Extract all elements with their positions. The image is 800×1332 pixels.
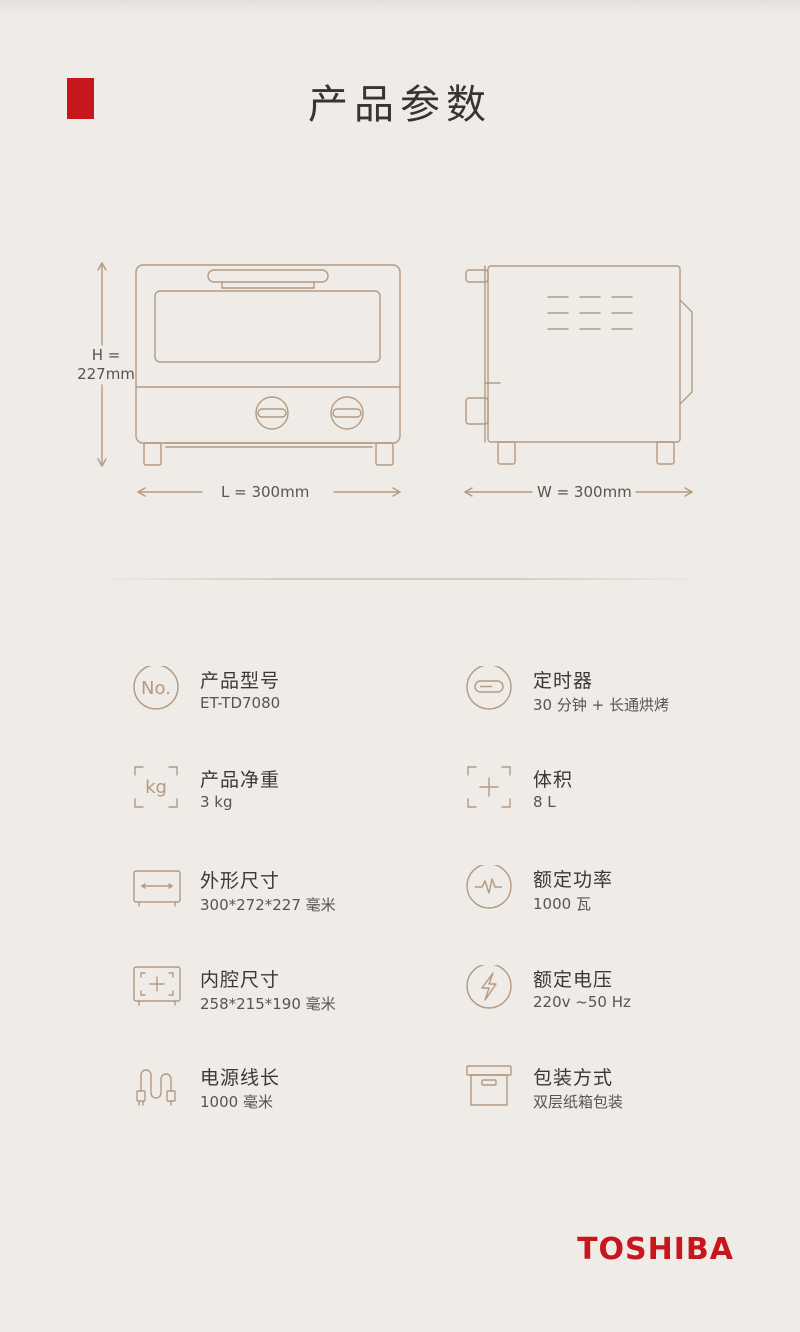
length-arrow — [137, 487, 401, 497]
spec-value: 1000 瓦 — [533, 895, 591, 913]
spec-label: 定时器 — [533, 670, 594, 692]
spec-label: 包装方式 — [533, 1067, 614, 1089]
weight-icon: kg — [134, 766, 178, 808]
oven-front-view — [135, 264, 401, 466]
length-label: L = 300mm — [218, 483, 313, 501]
spec-model: No. 产品型号 ET-TD7080 — [133, 666, 433, 726]
spec-voltage: 额定电压 220v ~50 Hz — [466, 965, 766, 1025]
spec-weight: kg 产品净重 3 kg — [133, 765, 433, 825]
spec-label: 电源线长 — [200, 1067, 281, 1089]
timer-icon — [466, 666, 512, 710]
toshiba-logo: TOSHIBA — [577, 1232, 734, 1267]
top-shadow — [0, 0, 800, 14]
volume-icon — [467, 766, 511, 808]
spec-value: ET-TD7080 — [200, 694, 281, 712]
inner-size-icon — [133, 966, 181, 1006]
spec-value: 258*215*190 毫米 — [200, 995, 336, 1013]
power-icon — [466, 865, 512, 909]
oven-diagram-svg — [97, 262, 693, 497]
page-title: 产品参数 — [308, 82, 492, 128]
section-divider — [90, 578, 710, 580]
spec-value: 8 L — [533, 793, 556, 811]
spec-label: 产品净重 — [200, 769, 281, 791]
spec-outer-size: 外形尺寸 300*272*227 毫米 — [133, 866, 433, 926]
outer-size-icon — [133, 870, 181, 907]
spec-inner-size: 内腔尺寸 258*215*190 毫米 — [133, 965, 433, 1025]
svg-text:No.: No. — [141, 678, 171, 699]
spec-label: 内腔尺寸 — [200, 969, 281, 991]
width-arrow — [464, 487, 693, 497]
voltage-icon — [466, 965, 512, 1009]
spec-cord: 电源线长 1000 毫米 — [133, 1063, 433, 1123]
spec-value: 220v ~50 Hz — [533, 993, 631, 1011]
spec-label: 体积 — [533, 769, 574, 791]
spec-value: 双层纸箱包装 — [533, 1093, 624, 1111]
red-accent-block — [67, 78, 94, 119]
box-icon — [466, 1065, 512, 1106]
height-arrow — [97, 262, 107, 467]
svg-text:kg: kg — [145, 777, 167, 798]
spec-label: 额定功率 — [533, 869, 614, 891]
number-icon: No. — [133, 666, 179, 710]
spec-label: 额定电压 — [533, 969, 614, 991]
spec-timer: 定时器 30 分钟 + 长通烘烤 — [466, 666, 766, 726]
width-label: W = 300mm — [534, 483, 635, 501]
spec-volume: 体积 8 L — [466, 765, 766, 825]
spec-value: 300*272*227 毫米 — [200, 896, 336, 914]
spec-value: 30 分钟 + 长通烘烤 — [533, 696, 669, 714]
spec-value: 1000 毫米 — [200, 1093, 273, 1111]
oven-side-view — [465, 265, 693, 465]
spec-value: 3 kg — [200, 793, 233, 811]
spec-label: 外形尺寸 — [200, 870, 281, 892]
cord-icon — [136, 1069, 176, 1106]
spec-label: 产品型号 — [200, 670, 281, 692]
spec-power: 额定功率 1000 瓦 — [466, 865, 766, 925]
height-label: H = 227mm — [77, 346, 135, 383]
dimension-diagram: H = 227mm L = 300mm W = 300mm — [0, 0, 800, 560]
spec-packaging: 包装方式 双层纸箱包装 — [466, 1063, 766, 1123]
